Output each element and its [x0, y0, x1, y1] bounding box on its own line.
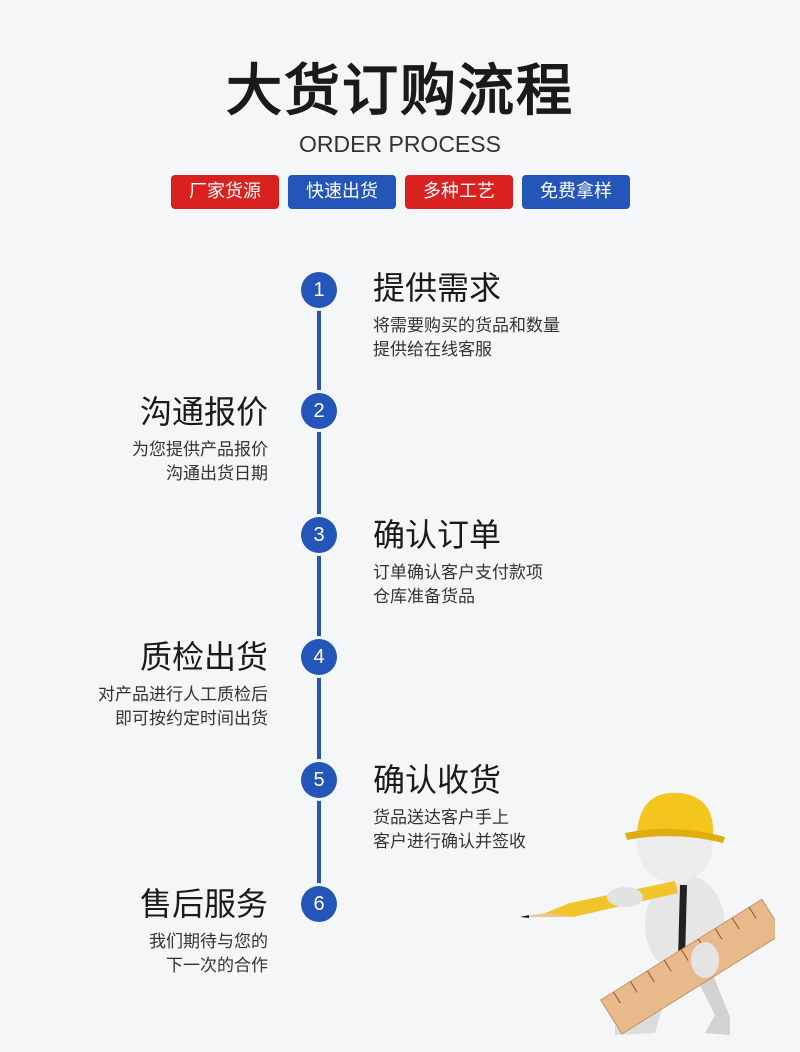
step-title: 售后服务 [139, 885, 268, 923]
step-1: 提供需求 将需要购买的货品和数量提供给在线客服 [373, 268, 560, 362]
step-6: 售后服务 我们期待与您的下一次的合作 [140, 884, 268, 978]
page-title: 大货订购流程 [226, 59, 574, 124]
badge-factory-source: 厂家货源 [171, 175, 279, 209]
step-5: 确认收货 货品送达客户手上客户进行确认并签收 [373, 760, 526, 854]
step-title: 提供需求 [373, 269, 502, 307]
step-desc-line: 提供给在线客服 [373, 340, 492, 360]
badge-multiple-crafts: 多种工艺 [405, 175, 513, 209]
feature-badges: 厂家货源 快速出货 多种工艺 免费拿样 [171, 175, 630, 209]
step-desc-line: 沟通出货日期 [166, 464, 268, 484]
badge-free-sample: 免费拿样 [522, 175, 630, 209]
step-3: 确认订单 订单确认客户支付款项仓库准备货品 [373, 515, 543, 609]
step-number-3: 3 [301, 517, 337, 553]
step-title: 质检出货 [139, 638, 268, 676]
page-subtitle: ORDER PROCESS [299, 131, 501, 157]
step-desc-line: 客户进行确认并签收 [373, 832, 526, 852]
step-desc-line: 将需要购买的货品和数量 [373, 316, 560, 336]
step-4: 质检出货 对产品进行人工质检后即可按约定时间出货 [98, 637, 268, 731]
step-desc-line: 为您提供产品报价 [132, 440, 268, 460]
timeline-line [317, 290, 321, 904]
badge-fast-shipping: 快速出货 [288, 175, 396, 209]
step-desc-line: 仓库准备货品 [373, 587, 475, 607]
step-desc-line: 我们期待与您的 [149, 932, 268, 952]
step-title: 确认订单 [373, 516, 502, 554]
step-2: 沟通报价 为您提供产品报价沟通出货日期 [132, 392, 268, 486]
step-desc-line: 对产品进行人工质检后 [98, 685, 268, 705]
step-desc-line: 货品送达客户手上 [373, 808, 509, 828]
step-number-6: 6 [301, 886, 337, 922]
step-desc-line: 下一次的合作 [166, 956, 268, 976]
step-title: 确认收货 [373, 761, 502, 799]
step-number-4: 4 [301, 639, 337, 675]
step-number-5: 5 [301, 762, 337, 798]
step-desc-line: 即可按约定时间出货 [115, 709, 268, 729]
worker-illustration [520, 792, 775, 1035]
step-desc-line: 订单确认客户支付款项 [373, 563, 543, 583]
step-title: 沟通报价 [139, 393, 268, 431]
ruler-icon [600, 898, 775, 1035]
step-number-1: 1 [301, 272, 337, 308]
step-number-2: 2 [301, 393, 337, 429]
